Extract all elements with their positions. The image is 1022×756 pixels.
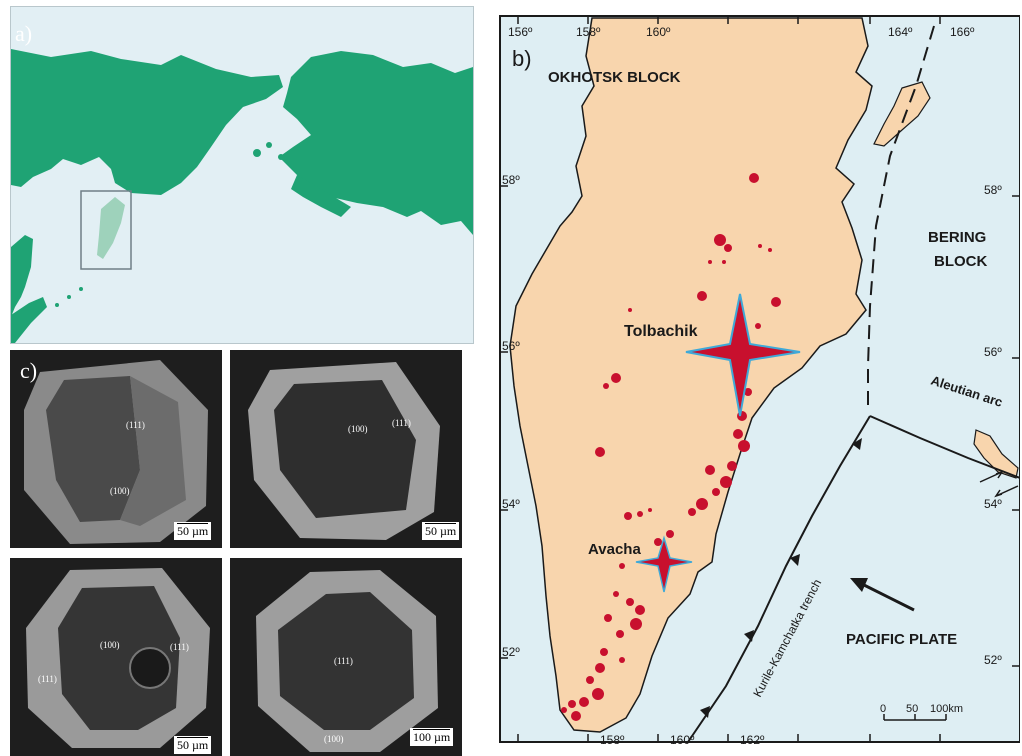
tolbachik-star [685,293,801,417]
panel-c-label: c) [20,358,38,383]
siberia-landmass [11,49,283,195]
sakhalin-landmass [11,235,33,317]
pacific-plate-label: PACIFIC PLATE [846,631,957,648]
bottom-tick-158: 158º [600,733,625,747]
sem3-scale-bar: 50 µm [174,736,212,754]
sem2-scale-bar: 50 µm [422,522,460,540]
kurile-kamchatka-trench [687,415,871,743]
scale-label-100km: 100km [930,703,963,715]
volcano-dots [561,173,781,721]
kamchatka-peninsula [509,17,873,733]
sem-image-1: (111) (100) 50 µm [10,350,222,548]
right-tick-56: 56º [984,345,1002,359]
plate-motion-arrowhead [850,578,868,592]
block-boundary-dashed [867,25,935,406]
top-tick-156: 156º [508,25,533,39]
top-tick-160: 160º [646,25,671,39]
aleutian-fault [869,415,1020,479]
map-frame [499,15,1020,743]
japan-landmass [11,297,47,343]
alaska-peninsula [291,175,351,217]
panel-b-label: b) [512,46,532,71]
right-tick-54: 54º [984,497,1002,511]
panel-a-world-map: a) [10,6,474,344]
sem-image-2: (100) (111) 50 µm [230,350,462,548]
sem-image-3: (100) (111) (111) 50 µm [10,558,222,756]
scale-label-50: 50 [906,703,918,715]
sem4-scale-bar: 100 µm [410,728,454,746]
bottom-tick-162: 162º [740,733,765,747]
sem1-facet-111: (111) [126,420,145,430]
karaginsky-island [873,81,931,147]
sem1-facet-100: (100) [110,486,130,496]
strike-slip-arrows [979,470,1019,498]
alaska-landmass [279,51,473,235]
kamchatka-highlight [97,197,125,259]
bottom-tick-160: 160º [670,733,695,747]
world-map-graphic [11,49,473,343]
left-tick-54: 54º [502,497,520,511]
frame-ticks [500,16,1020,742]
sem3-facet-100: (100) [100,640,120,650]
top-tick-158: 158º [576,25,601,39]
left-tick-56: 56º [502,339,520,353]
right-tick-52: 52º [984,653,1002,667]
avacha-star [635,535,693,593]
top-tick-166: 166º [950,25,975,39]
left-tick-52: 52º [502,645,520,659]
kamchatka-frame [80,190,132,270]
sem4-facet-100: (100) [324,734,344,744]
sem4-facet-111: (111) [334,656,353,666]
sem2-facet-111: (111) [392,418,411,428]
panel-a-label: a) [15,21,33,46]
plate-motion-arrow [861,582,915,612]
scale-label-0: 0 [880,703,886,715]
left-tick-58: 58º [502,173,520,187]
trench-teeth [700,438,862,718]
bering-block-label-1: BERING [928,229,986,246]
sem3-facet-111-left: (111) [38,674,57,684]
sem-image-4: (111) (100) 100 µm [230,558,462,756]
okhotsk-block-label: OKHOTSK BLOCK [548,69,681,86]
top-tick-164: 164º [888,25,913,39]
sem2-facet-100: (100) [348,424,368,434]
panel-c-crystal-images: (111) (100) 50 µm (100) (111) 50 µm (100… [10,350,462,756]
bering-block-label-2: BLOCK [934,253,987,270]
aleutian-islands [55,142,284,307]
scale-bar [883,714,947,721]
bering-island [973,429,1019,479]
right-tick-58: 58º [984,183,1002,197]
sem3-facet-111-right: (111) [170,642,189,652]
sem1-scale-bar: 50 µm [174,522,212,540]
avacha-label: Avacha [588,541,641,558]
panel-b-kamchatka-map: 156º 158º 160º 164º 166º 158º 160º 162º … [490,6,1020,752]
tolbachik-label: Tolbachik [624,323,698,340]
kamchatka-map-graphic: 156º 158º 160º 164º 166º 158º 160º 162º … [499,15,1020,747]
